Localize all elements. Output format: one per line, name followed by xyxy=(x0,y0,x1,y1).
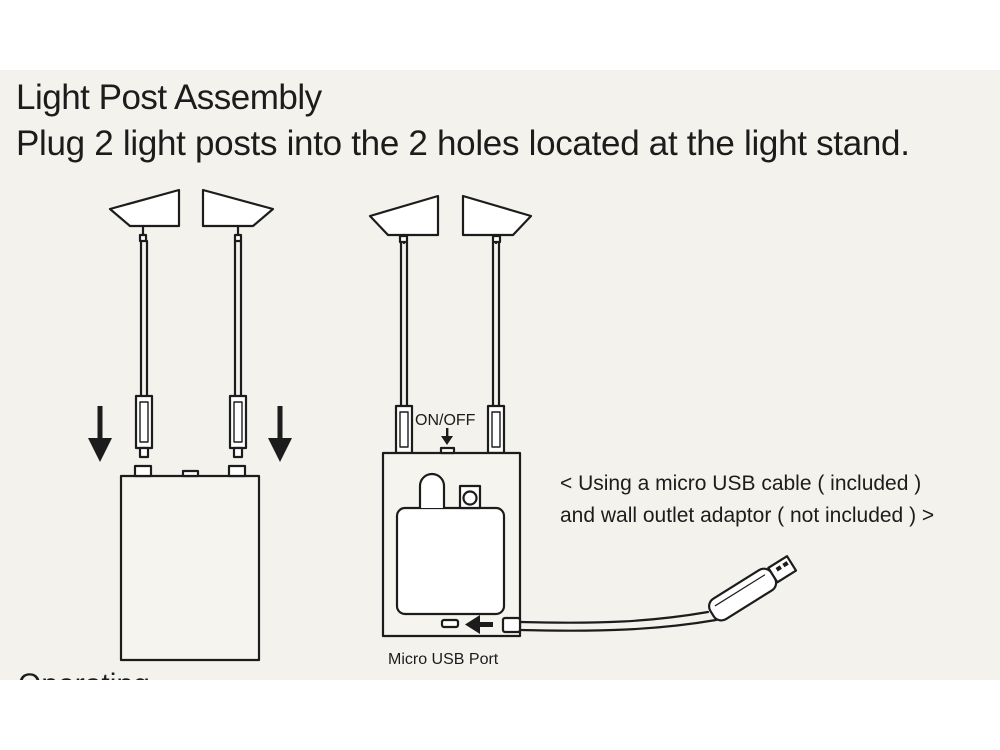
left-arrow-icon xyxy=(465,615,493,634)
left-light-post xyxy=(108,188,181,459)
micro-usb-cable xyxy=(501,555,798,634)
assembly-instruction: Plug 2 light posts into the 2 holes loca… xyxy=(16,124,910,163)
down-arrow-icon xyxy=(88,406,112,462)
assembled-left-post xyxy=(368,194,440,455)
light-stand-box-left xyxy=(119,464,261,662)
next-section-heading-text: Operating Instructions xyxy=(18,672,308,680)
page-title: Light Post Assembly xyxy=(16,78,322,117)
right-light-post xyxy=(201,188,275,459)
usb-note-line: < Using a micro USB cable ( included ) xyxy=(560,472,922,495)
assembled-right-post xyxy=(461,194,533,455)
down-arrow-icon xyxy=(441,428,453,445)
light-stand-box-right xyxy=(381,446,522,638)
on-off-label: ON/OFF xyxy=(415,412,476,429)
micro-usb-port-label: Micro USB Port xyxy=(388,651,499,668)
usb-note-line: and wall outlet adaptor ( not included )… xyxy=(560,504,935,527)
usb-cable-note: < Using a micro USB cable ( included ) a… xyxy=(560,468,934,532)
down-arrow-icon xyxy=(268,406,292,462)
next-section-heading: Operating Instructions xyxy=(18,672,308,680)
